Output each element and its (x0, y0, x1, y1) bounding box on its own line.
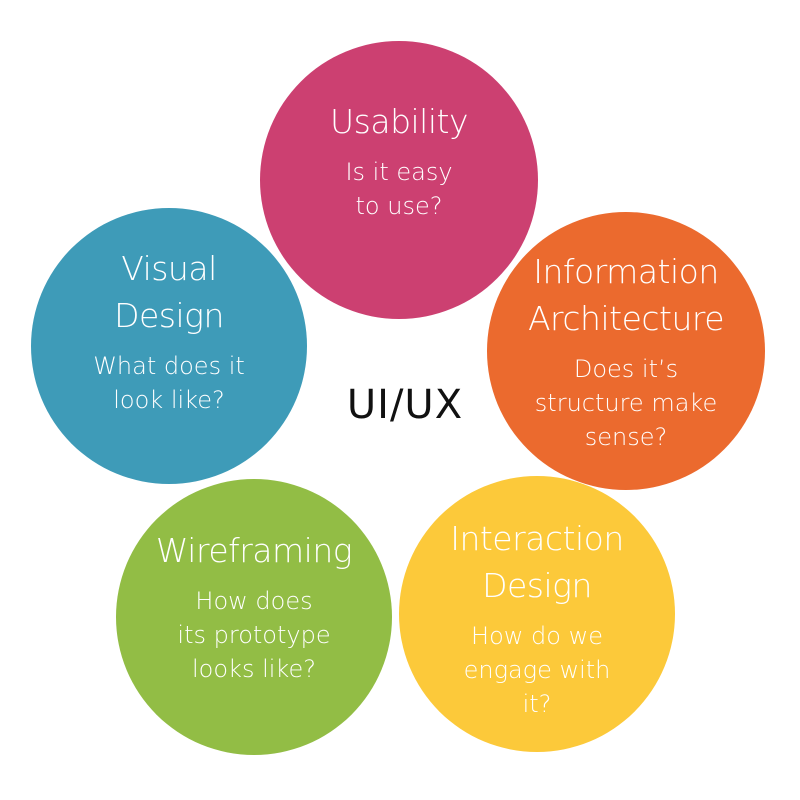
usability-circle: Usability Is it easy to use? (260, 41, 538, 319)
interaction-design-circle: Interaction Design How do we engage with… (399, 476, 675, 752)
information-architecture-title: Information Architecture (527, 252, 725, 338)
information-architecture-circle: Information Architecture Does it’s struc… (487, 212, 765, 490)
visual-design-circle: Visual Design What does it look like? (31, 208, 307, 484)
visual-design-title: Visual Design (114, 249, 224, 335)
wireframing-circle: Wireframing How does its prototype looks… (116, 479, 392, 755)
wireframing-description: How does its prototype looks like? (177, 586, 331, 683)
information-architecture-description: Does it’s structure make sense? (534, 355, 718, 451)
wireframing-title: Wireframing (155, 530, 353, 570)
interaction-design-title: Interaction Design (450, 519, 624, 605)
visual-design-description: What does it look like? (93, 352, 245, 414)
center-label-uiux: UI/UX (346, 382, 464, 428)
interaction-design-description: How do we engage with it? (463, 622, 611, 718)
usability-description: Is it easy to use? (345, 157, 453, 220)
usability-title: Usability (330, 101, 469, 141)
